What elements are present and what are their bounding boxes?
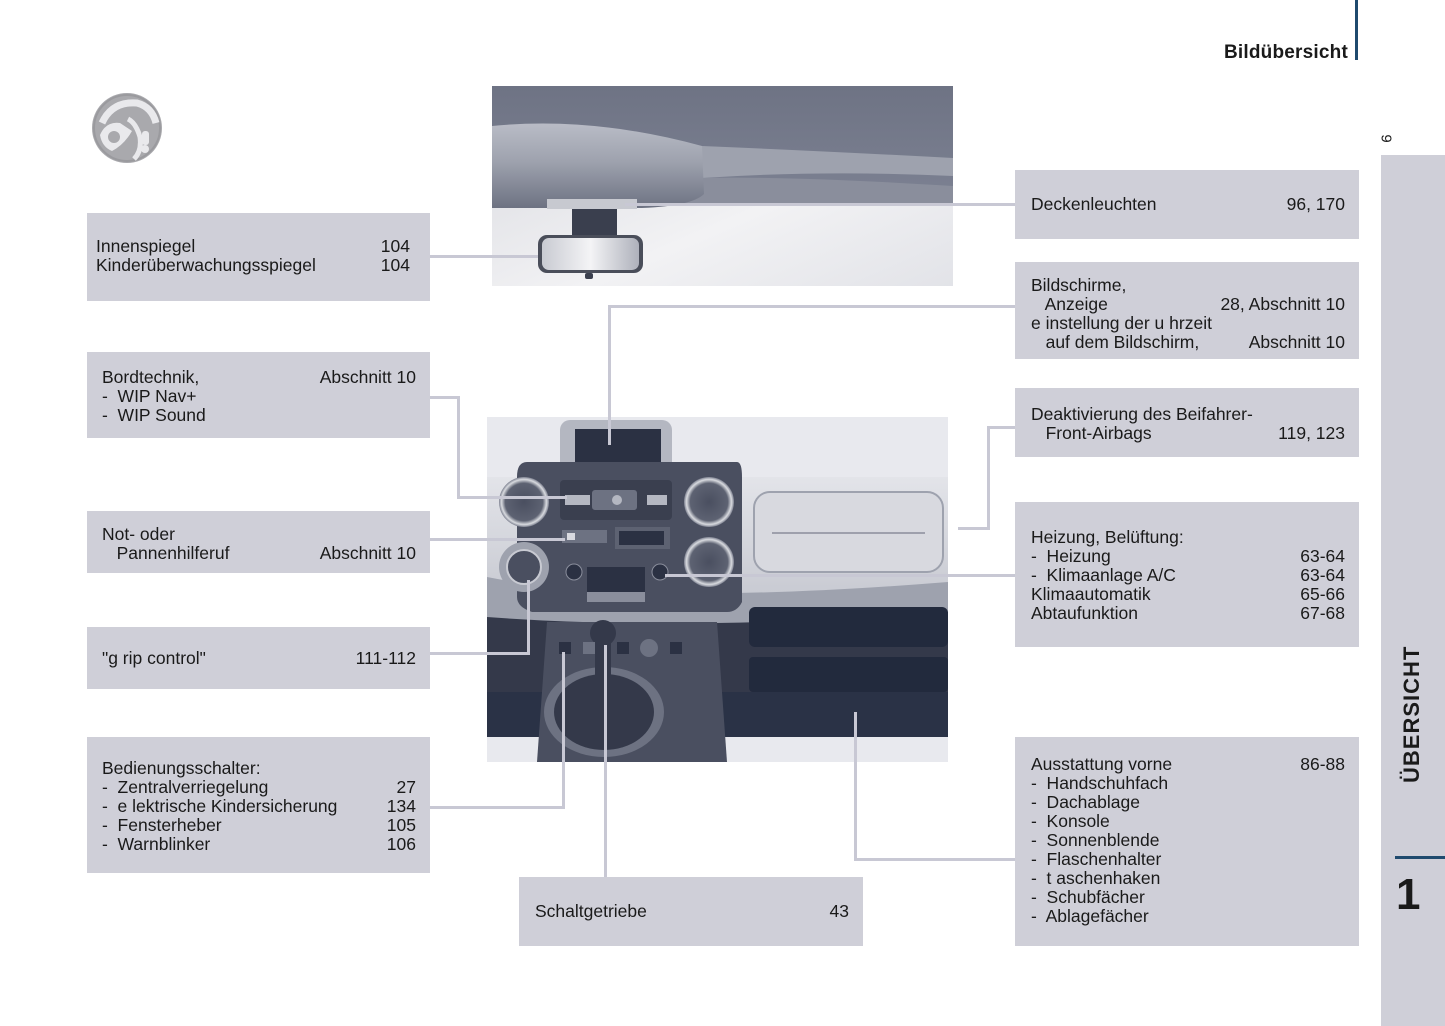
leader-switches-v xyxy=(562,652,565,809)
callout-text: Ausstattung vorne xyxy=(1031,754,1173,774)
callout-text: "g rip control" xyxy=(102,648,206,668)
callout-text: Anzeige xyxy=(1031,294,1108,314)
callout-text: - Handschuhfach xyxy=(1031,773,1169,793)
leader-ceiling-light xyxy=(625,203,1015,206)
callout-emergency-call[interactable]: Not- oder Pannenhilferuf Abschnitt 10 xyxy=(87,511,430,573)
page-ref[interactable]: 67-68 xyxy=(1300,603,1345,623)
dashboard-center-console-photo xyxy=(487,417,948,762)
page-ref[interactable]: Abschnitt 10 xyxy=(319,543,416,563)
callout-text: - Warnblinker xyxy=(102,834,211,854)
page-ref[interactable]: 43 xyxy=(829,901,849,921)
callout-text: - Sonnenblende xyxy=(1031,830,1160,850)
callout-text: Bedienungsschalter: xyxy=(102,758,261,778)
page-ref[interactable]: 63-64 xyxy=(1300,565,1345,585)
page-title: Bildübersicht xyxy=(1223,42,1348,63)
chapter-tab[interactable] xyxy=(1381,155,1445,1026)
callout-text: - WIP Nav+ xyxy=(102,386,197,406)
callout-text: - t aschenhaken xyxy=(1031,868,1161,888)
callout-gearbox[interactable]: Schaltgetriebe 43 xyxy=(519,877,863,946)
page-ref[interactable]: 96, 170 xyxy=(1286,194,1345,214)
callout-text: Innenspiegel xyxy=(96,236,196,256)
leader-grip-v xyxy=(527,580,530,655)
page-number: 9 xyxy=(1377,134,1395,143)
callout-text: - Dachablage xyxy=(1031,792,1140,812)
callout-text: e instellung der u hrzeit xyxy=(1031,313,1212,333)
leader-grip-h xyxy=(430,652,530,655)
callout-text: Deaktivierung des Beifahrer- xyxy=(1031,404,1253,424)
page-ref[interactable]: 86-88 xyxy=(1300,754,1345,774)
callout-onboard-tech[interactable]: Bordtechnik, Abschnitt 10 - WIP Nav+ - WI… xyxy=(87,352,430,438)
leader-screen-h xyxy=(608,305,1015,308)
callout-heating[interactable]: Heizung, Belüftung: - Heizung 63-64 - Kli… xyxy=(1015,502,1359,647)
callout-mirror[interactable]: Innenspiegel 104 Kinderüberwachungsspiege… xyxy=(87,213,430,301)
leader-screen-v xyxy=(608,305,611,445)
leader-airbag-v xyxy=(987,426,990,529)
page-ref[interactable]: 104 xyxy=(380,255,410,275)
page-ref[interactable]: 106 xyxy=(386,834,416,854)
leader-onboard-tech-h2 xyxy=(457,496,567,499)
chapter-number: 1 xyxy=(1396,870,1421,919)
leader-front-equipment-h xyxy=(854,858,1015,861)
leader-onboard-tech-h1 xyxy=(430,396,460,399)
leader-gearbox-v xyxy=(604,645,607,877)
callout-screens[interactable]: Bildschirme, Anzeige 28, Abschnitt 10 e i… xyxy=(1015,262,1359,359)
callout-text: Heizung, Belüftung: xyxy=(1031,527,1184,547)
page-ref[interactable]: 27 xyxy=(396,777,416,797)
page-ref[interactable]: 105 xyxy=(386,815,416,835)
callout-grip-control[interactable]: "g rip control" 111-112 xyxy=(87,627,430,689)
callout-text: Kinderüberwachungsspiegel xyxy=(96,255,316,275)
callout-text: - WIP Sound xyxy=(102,405,206,425)
callout-text: - Flaschenhalter xyxy=(1031,849,1162,869)
chapter-tab-label: ÜBERSICHT xyxy=(1399,645,1424,783)
callout-text: - Ablagefächer xyxy=(1031,906,1149,926)
leader-airbag-h2 xyxy=(958,527,990,530)
callout-text: auf dem Bildschirm, xyxy=(1031,332,1200,352)
leader-emergency-call xyxy=(430,538,565,541)
leader-heating xyxy=(665,574,1015,577)
callout-text: - Zentralverriegelung xyxy=(102,777,269,797)
callout-text: Klimaautomatik xyxy=(1031,584,1151,604)
callout-line: Innenspiegel 104 xyxy=(96,237,410,256)
page-ref[interactable]: 65-66 xyxy=(1300,584,1345,604)
leader-switches-h xyxy=(430,806,565,809)
callout-front-equipment[interactable]: Ausstattung vorne 86-88 - Handschuhfach -… xyxy=(1015,737,1359,946)
callout-text: - e lektrische Kindersicherung xyxy=(102,796,338,816)
callout-text: Bildschirme, xyxy=(1031,275,1127,295)
leader-front-equipment-v xyxy=(854,712,857,860)
callout-text: Deckenleuchten xyxy=(1031,194,1157,214)
callout-text: - Konsole xyxy=(1031,811,1110,831)
page-ref[interactable]: 63-64 xyxy=(1300,546,1345,566)
page-ref[interactable]: 28, Abschnitt 10 xyxy=(1220,294,1345,314)
callout-control-switches[interactable]: Bedienungsschalter: - Zentralverriegelun… xyxy=(87,737,430,873)
page-ref[interactable]: 104 xyxy=(380,236,410,256)
leader-airbag-h1 xyxy=(987,426,1015,429)
header-rule xyxy=(1355,0,1358,60)
callout-text: Pannenhilferuf xyxy=(102,543,230,563)
callout-ceiling-lights[interactable]: Deckenleuchten 96, 170 xyxy=(1015,170,1359,239)
callout-text: Not- oder xyxy=(102,524,175,544)
interior-mirror-and-ceiling-light-photo xyxy=(492,86,953,286)
callout-text: Abtaufunktion xyxy=(1031,603,1139,623)
driver-steering-wheel-icon xyxy=(92,93,162,163)
callout-text: - Fensterheber xyxy=(102,815,222,835)
page-ref[interactable]: Abschnitt 10 xyxy=(1248,332,1345,352)
page-ref[interactable]: Abschnitt 10 xyxy=(319,367,416,387)
page-ref[interactable]: 119, 123 xyxy=(1278,423,1345,443)
callout-text: Schaltgetriebe xyxy=(535,901,647,921)
callout-airbag-deactivation[interactable]: Deaktivierung des Beifahrer- Front-Airba… xyxy=(1015,388,1359,457)
leader-onboard-tech-v xyxy=(457,396,460,498)
callout-text: Front-Airbags xyxy=(1031,423,1152,443)
chapter-tab-rule xyxy=(1395,856,1445,859)
page-ref[interactable]: 111-112 xyxy=(355,648,416,668)
leader-mirror xyxy=(430,255,538,258)
callout-text: - Heizung xyxy=(1031,546,1111,566)
callout-text: - Klimaanlage A/C xyxy=(1031,565,1176,585)
page-ref[interactable]: 134 xyxy=(386,796,416,816)
callout-line: Kinderüberwachungsspiegel 104 xyxy=(96,256,410,275)
callout-text: Bordtechnik, xyxy=(102,367,200,387)
callout-text: - Schubfächer xyxy=(1031,887,1145,907)
